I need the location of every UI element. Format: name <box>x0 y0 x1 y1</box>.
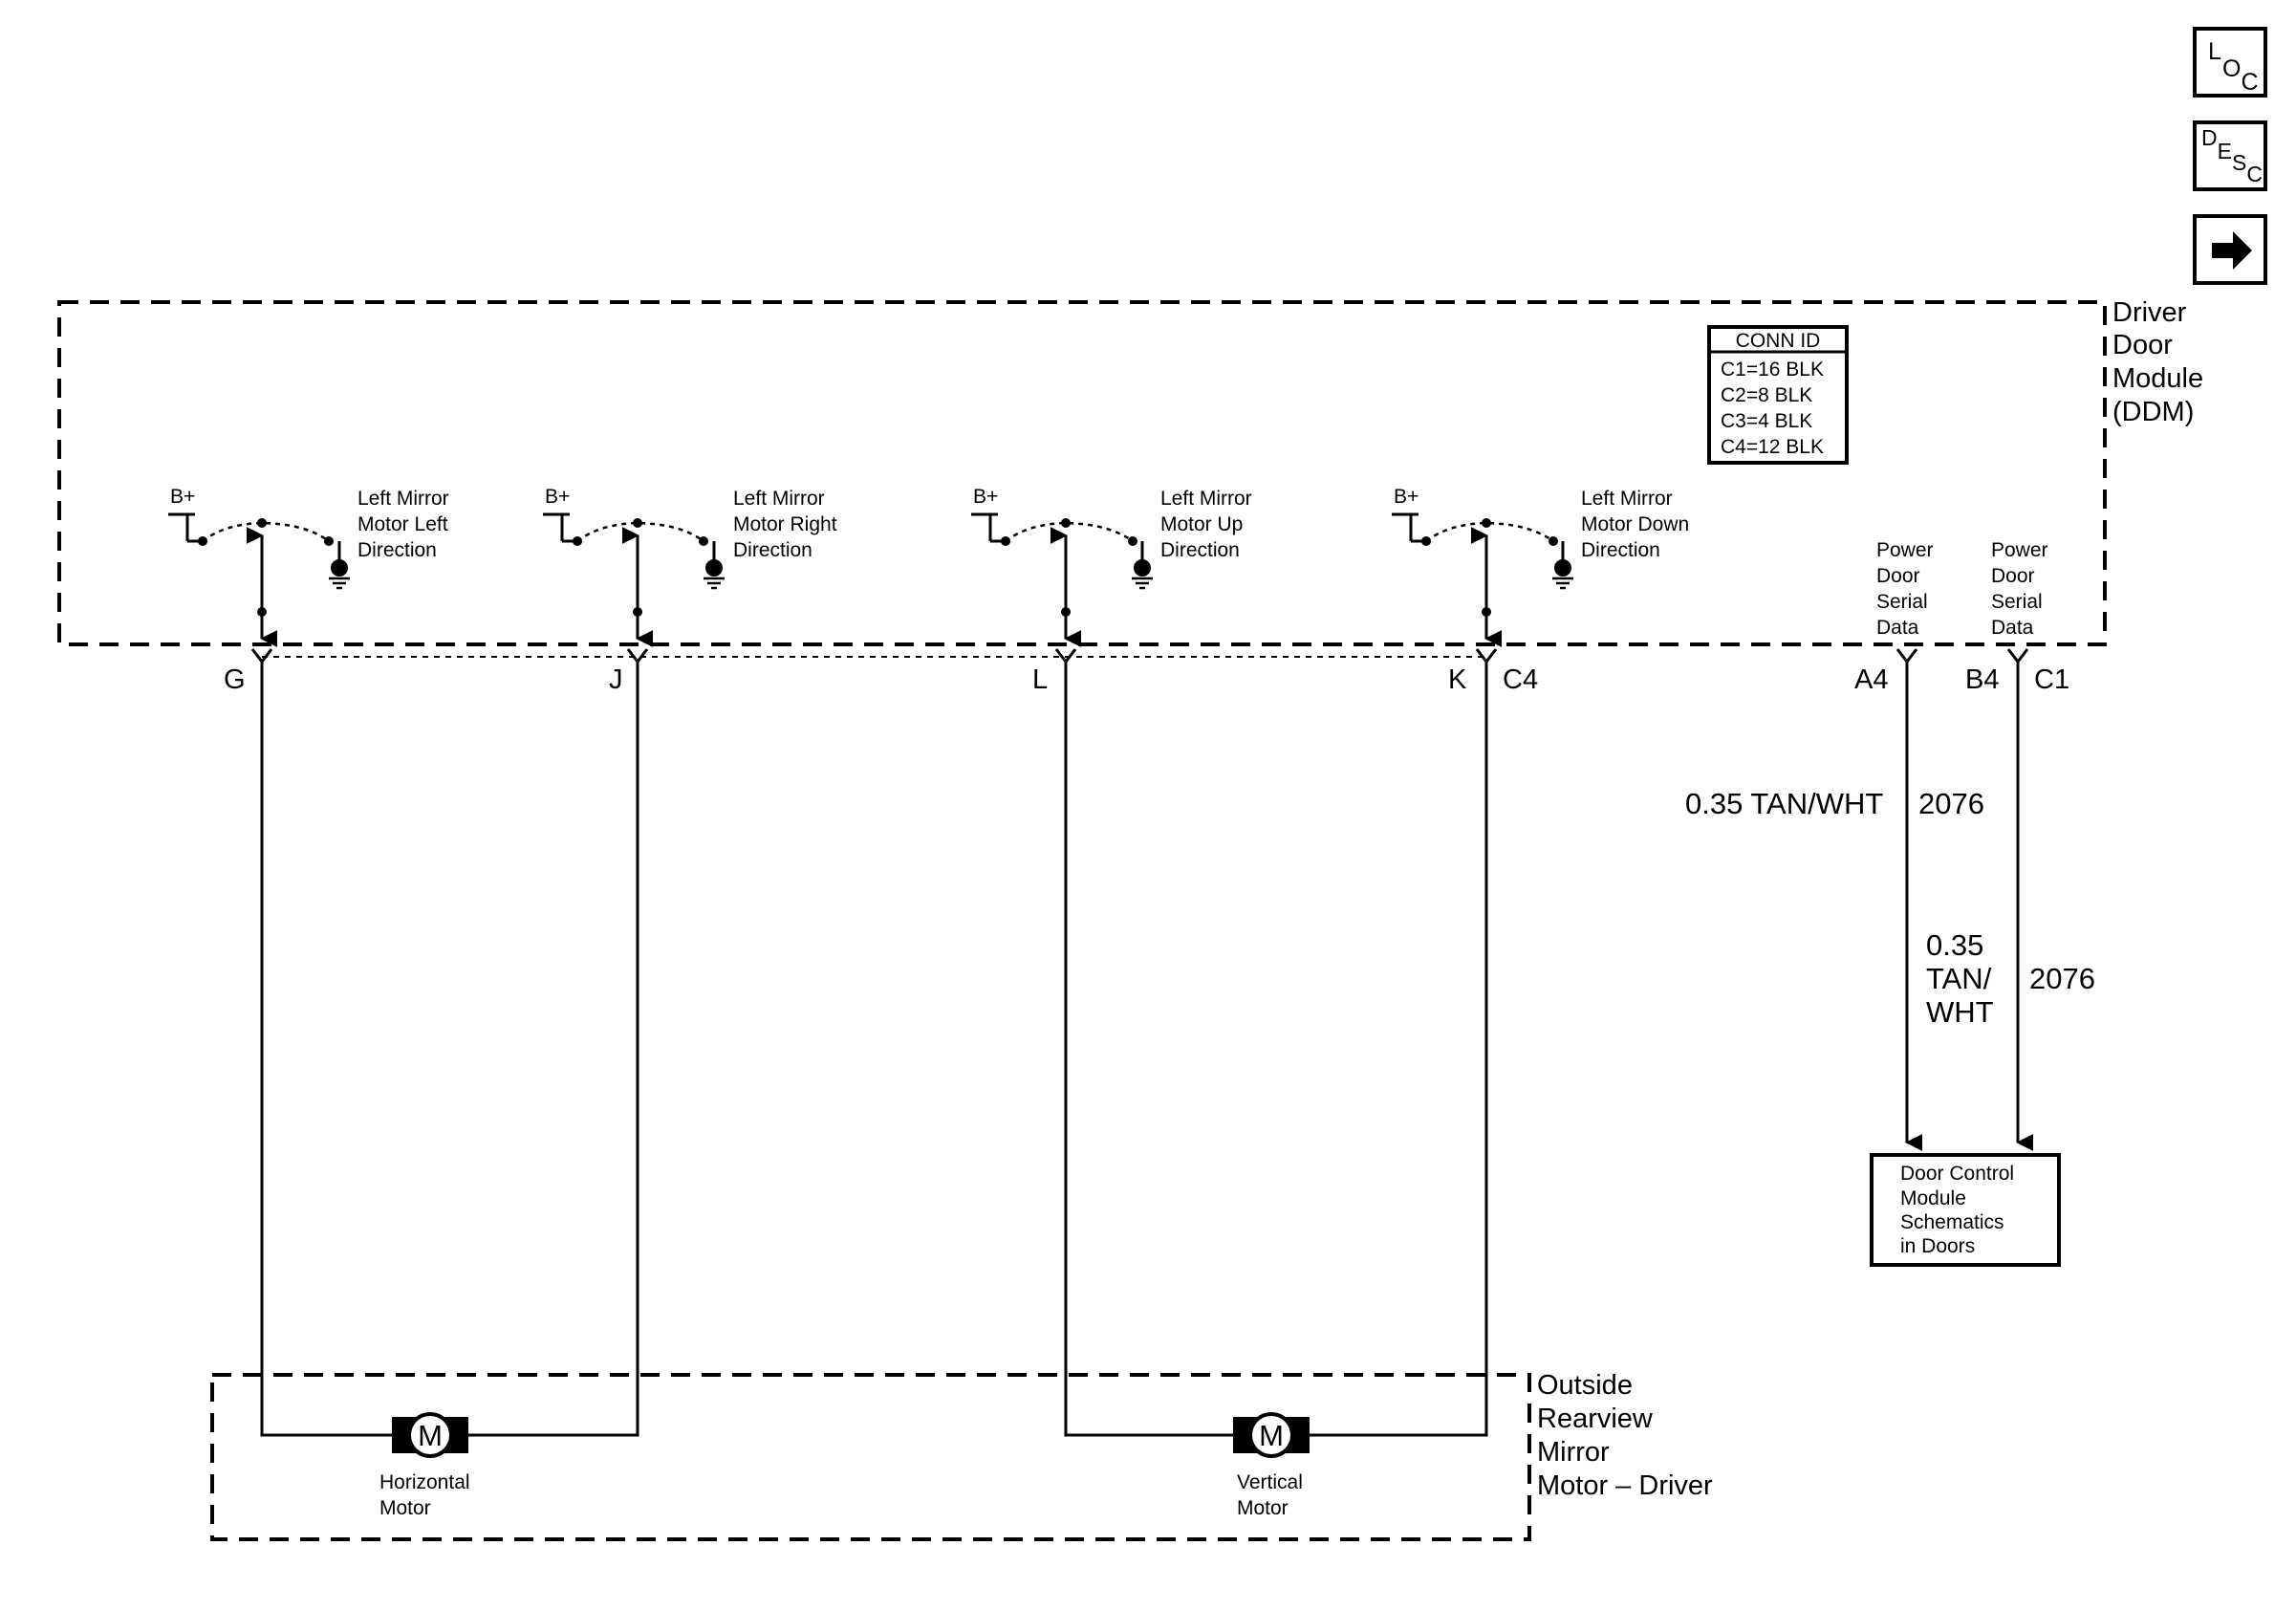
conn-id-table: CONN ID C1=16 BLK C2=8 BLK C3=4 BLK C4=1… <box>1707 325 1849 465</box>
serial-labels: Power Door Serial Data Power Door Serial… <box>1876 539 2048 639</box>
switch-label: Motor Down <box>1581 513 1689 535</box>
switch-label: Left Mirror <box>733 488 825 510</box>
motor-symbol: M <box>1259 1419 1284 1452</box>
conn-id-header: CONN ID <box>1736 330 1821 352</box>
serial-label: Serial <box>1991 591 2043 613</box>
motor-label: Motor <box>1237 1497 1289 1519</box>
ddm-boundary <box>57 300 2107 646</box>
switch-label: Direction <box>1160 539 1240 561</box>
switch-label: Motor Up <box>1160 513 1243 535</box>
mirror-title: Outside Rearview Mirror Motor – Driver <box>1537 1370 1713 1501</box>
connector-c4-label: C4 <box>1503 664 1538 695</box>
horizontal-motor: M Horizontal Motor <box>379 1412 470 1519</box>
motor-icon <box>1248 1412 1294 1458</box>
next-button[interactable] <box>2193 214 2267 285</box>
switch-label: Left Mirror <box>1160 488 1252 510</box>
conn-id-row: C1=16 BLK <box>1721 359 1824 381</box>
mirror-boundary <box>210 1373 1531 1541</box>
pin-label-j: J <box>609 664 623 695</box>
conn-id-row: C2=8 BLK <box>1721 384 1812 406</box>
vertical-motor: M Vertical Motor <box>1233 1412 1310 1519</box>
bplus-label: B+ <box>170 486 195 508</box>
pin-label-g: G <box>224 664 246 695</box>
wire-b4-color: TAN/ <box>1926 962 1992 995</box>
serial-label: Power <box>1876 539 1934 561</box>
switch-label: Direction <box>733 539 812 561</box>
serial-label: Door <box>1876 565 1920 587</box>
switch-motor-left: B+ Left Mirror Motor Left Direction <box>168 486 449 647</box>
switch-label: Direction <box>357 539 437 561</box>
serial-label: Power <box>1991 539 2048 561</box>
conn-id-row: C3=4 BLK <box>1721 410 1812 432</box>
switch-label: Left Mirror <box>1581 488 1673 510</box>
door-control-line: Schematics <box>1900 1211 2004 1233</box>
switch-motor-down: B+ Left Mirror Motor Down Direction <box>1392 486 1689 647</box>
motor-symbol: M <box>418 1419 443 1452</box>
svg-text:Driver: Driver <box>2112 297 2187 328</box>
motor-icon <box>407 1412 453 1458</box>
loc-button[interactable]: L OC <box>2193 27 2267 98</box>
svg-text:Module: Module <box>2112 363 2203 394</box>
switch-motor-up: B+ Left Mirror Motor Up Direction <box>971 486 1252 647</box>
wire-b4-gauge: 0.35 <box>1926 928 1983 962</box>
svg-text:Door: Door <box>2112 330 2173 360</box>
switch-label: Left Mirror <box>357 488 449 510</box>
serial-label: Door <box>1991 565 2035 587</box>
connector-c1-label: C1 <box>2034 664 2069 695</box>
conn-id-row: C4=12 BLK <box>1721 436 1824 458</box>
switch-label: Motor Right <box>733 513 837 535</box>
loc-letter-l: L <box>2208 38 2221 65</box>
switch-label: Motor Left <box>357 513 448 535</box>
door-control-reference[interactable]: Door Control Module Schematics in Doors <box>1870 1153 2061 1267</box>
motor-label: Motor <box>379 1497 431 1519</box>
wire-b4-color: WHT <box>1926 995 1994 1029</box>
wire-a4-color: 0.35 TAN/WHT <box>1685 787 1883 820</box>
pin-label-k: K <box>1448 664 1467 695</box>
svg-text:Motor – Driver: Motor – Driver <box>1537 1470 1713 1501</box>
door-control-line: in Doors <box>1900 1235 1975 1257</box>
svg-text:Outside: Outside <box>1537 1370 1633 1401</box>
switch-label: Direction <box>1581 539 1660 561</box>
wire-b4-circuit: 2076 <box>2029 962 2095 995</box>
motor-label: Horizontal <box>379 1471 470 1493</box>
door-control-line: Door Control <box>1900 1163 2014 1185</box>
serial-label: Serial <box>1876 591 1928 613</box>
ddm-title: Driver Door Module (DDM) <box>2112 297 2203 427</box>
pin-label-l: L <box>1032 664 1048 695</box>
serial-label: Data <box>1991 617 2034 639</box>
switch-motor-right: B+ Left Mirror Motor Right Direction <box>543 486 837 647</box>
bplus-label: B+ <box>1394 486 1419 508</box>
motor-wires <box>260 662 1488 1437</box>
svg-text:Mirror: Mirror <box>1537 1437 1610 1468</box>
pin-label-a4: A4 <box>1854 664 1888 695</box>
svg-text:(DDM): (DDM) <box>2112 397 2194 427</box>
desc-button[interactable]: DESC <box>2193 120 2267 191</box>
connector-pins <box>250 648 2029 664</box>
wire-a4-circuit: 2076 <box>1918 787 1984 820</box>
bplus-label: B+ <box>973 486 998 508</box>
motor-label: Vertical <box>1237 1471 1303 1493</box>
right-arrow-icon <box>2212 231 2252 270</box>
serial-label: Data <box>1876 617 1919 639</box>
door-control-line: Module <box>1900 1187 1966 1209</box>
svg-text:Rearview: Rearview <box>1537 1404 1654 1434</box>
pin-label-b4: B4 <box>1965 664 1999 695</box>
bplus-label: B+ <box>545 486 570 508</box>
